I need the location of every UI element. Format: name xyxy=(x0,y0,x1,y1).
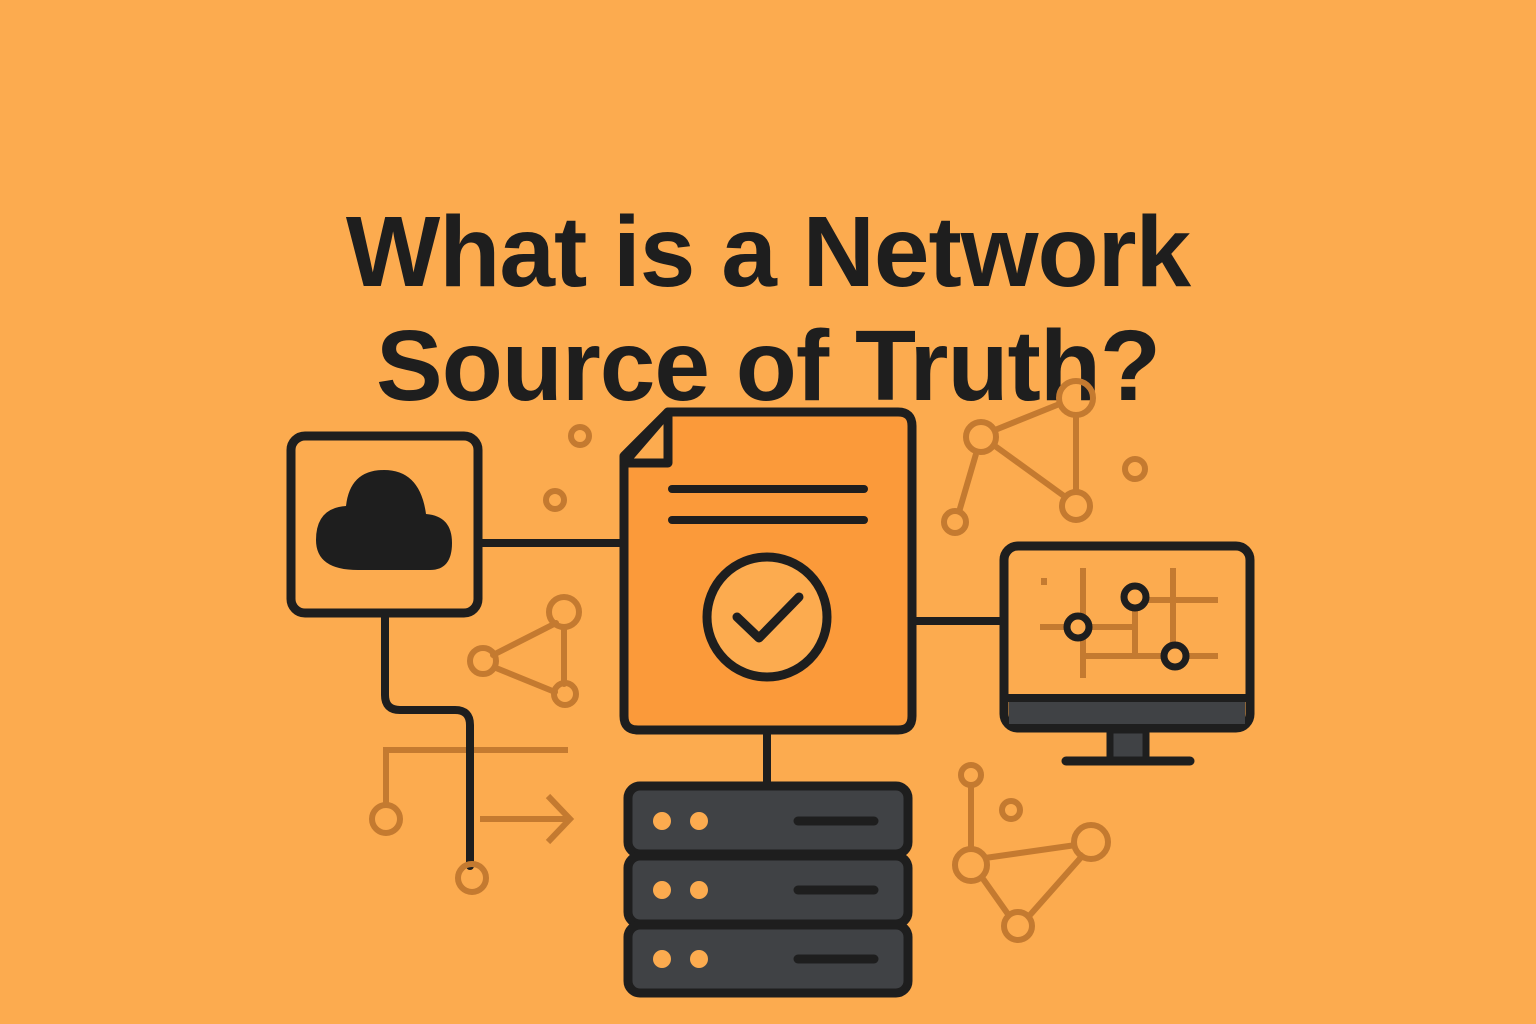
monitor-node[interactable] xyxy=(999,541,1255,766)
topology-nodes xyxy=(1063,582,1190,671)
title-line-1: What is a Network xyxy=(345,196,1191,308)
monitor-stand xyxy=(1106,726,1150,764)
decor-left-circuit-icon xyxy=(369,747,575,845)
cloud-node[interactable] xyxy=(286,431,483,618)
connector-lines xyxy=(381,539,1008,870)
server-rack-node[interactable] xyxy=(623,781,913,998)
page-title: What is a Network Source of Truth? xyxy=(0,195,1536,423)
server-unit-3 xyxy=(623,920,913,998)
decor-bottom-right-topology-icon xyxy=(952,762,1111,943)
page-fold-icon xyxy=(619,407,673,468)
server-unit-2 xyxy=(623,851,913,929)
decor-top-right-topology-icon xyxy=(941,378,1148,536)
source-document-node[interactable] xyxy=(619,407,917,735)
decor-left-topology-icon xyxy=(467,424,592,708)
cloud-line-endpoint-icon xyxy=(455,861,489,895)
check-circle-icon xyxy=(702,552,832,682)
title-line-2: Source of Truth? xyxy=(376,310,1161,422)
monitor-bezel xyxy=(1009,698,1245,724)
cloud-icon xyxy=(316,470,452,570)
server-unit-1 xyxy=(623,781,913,859)
